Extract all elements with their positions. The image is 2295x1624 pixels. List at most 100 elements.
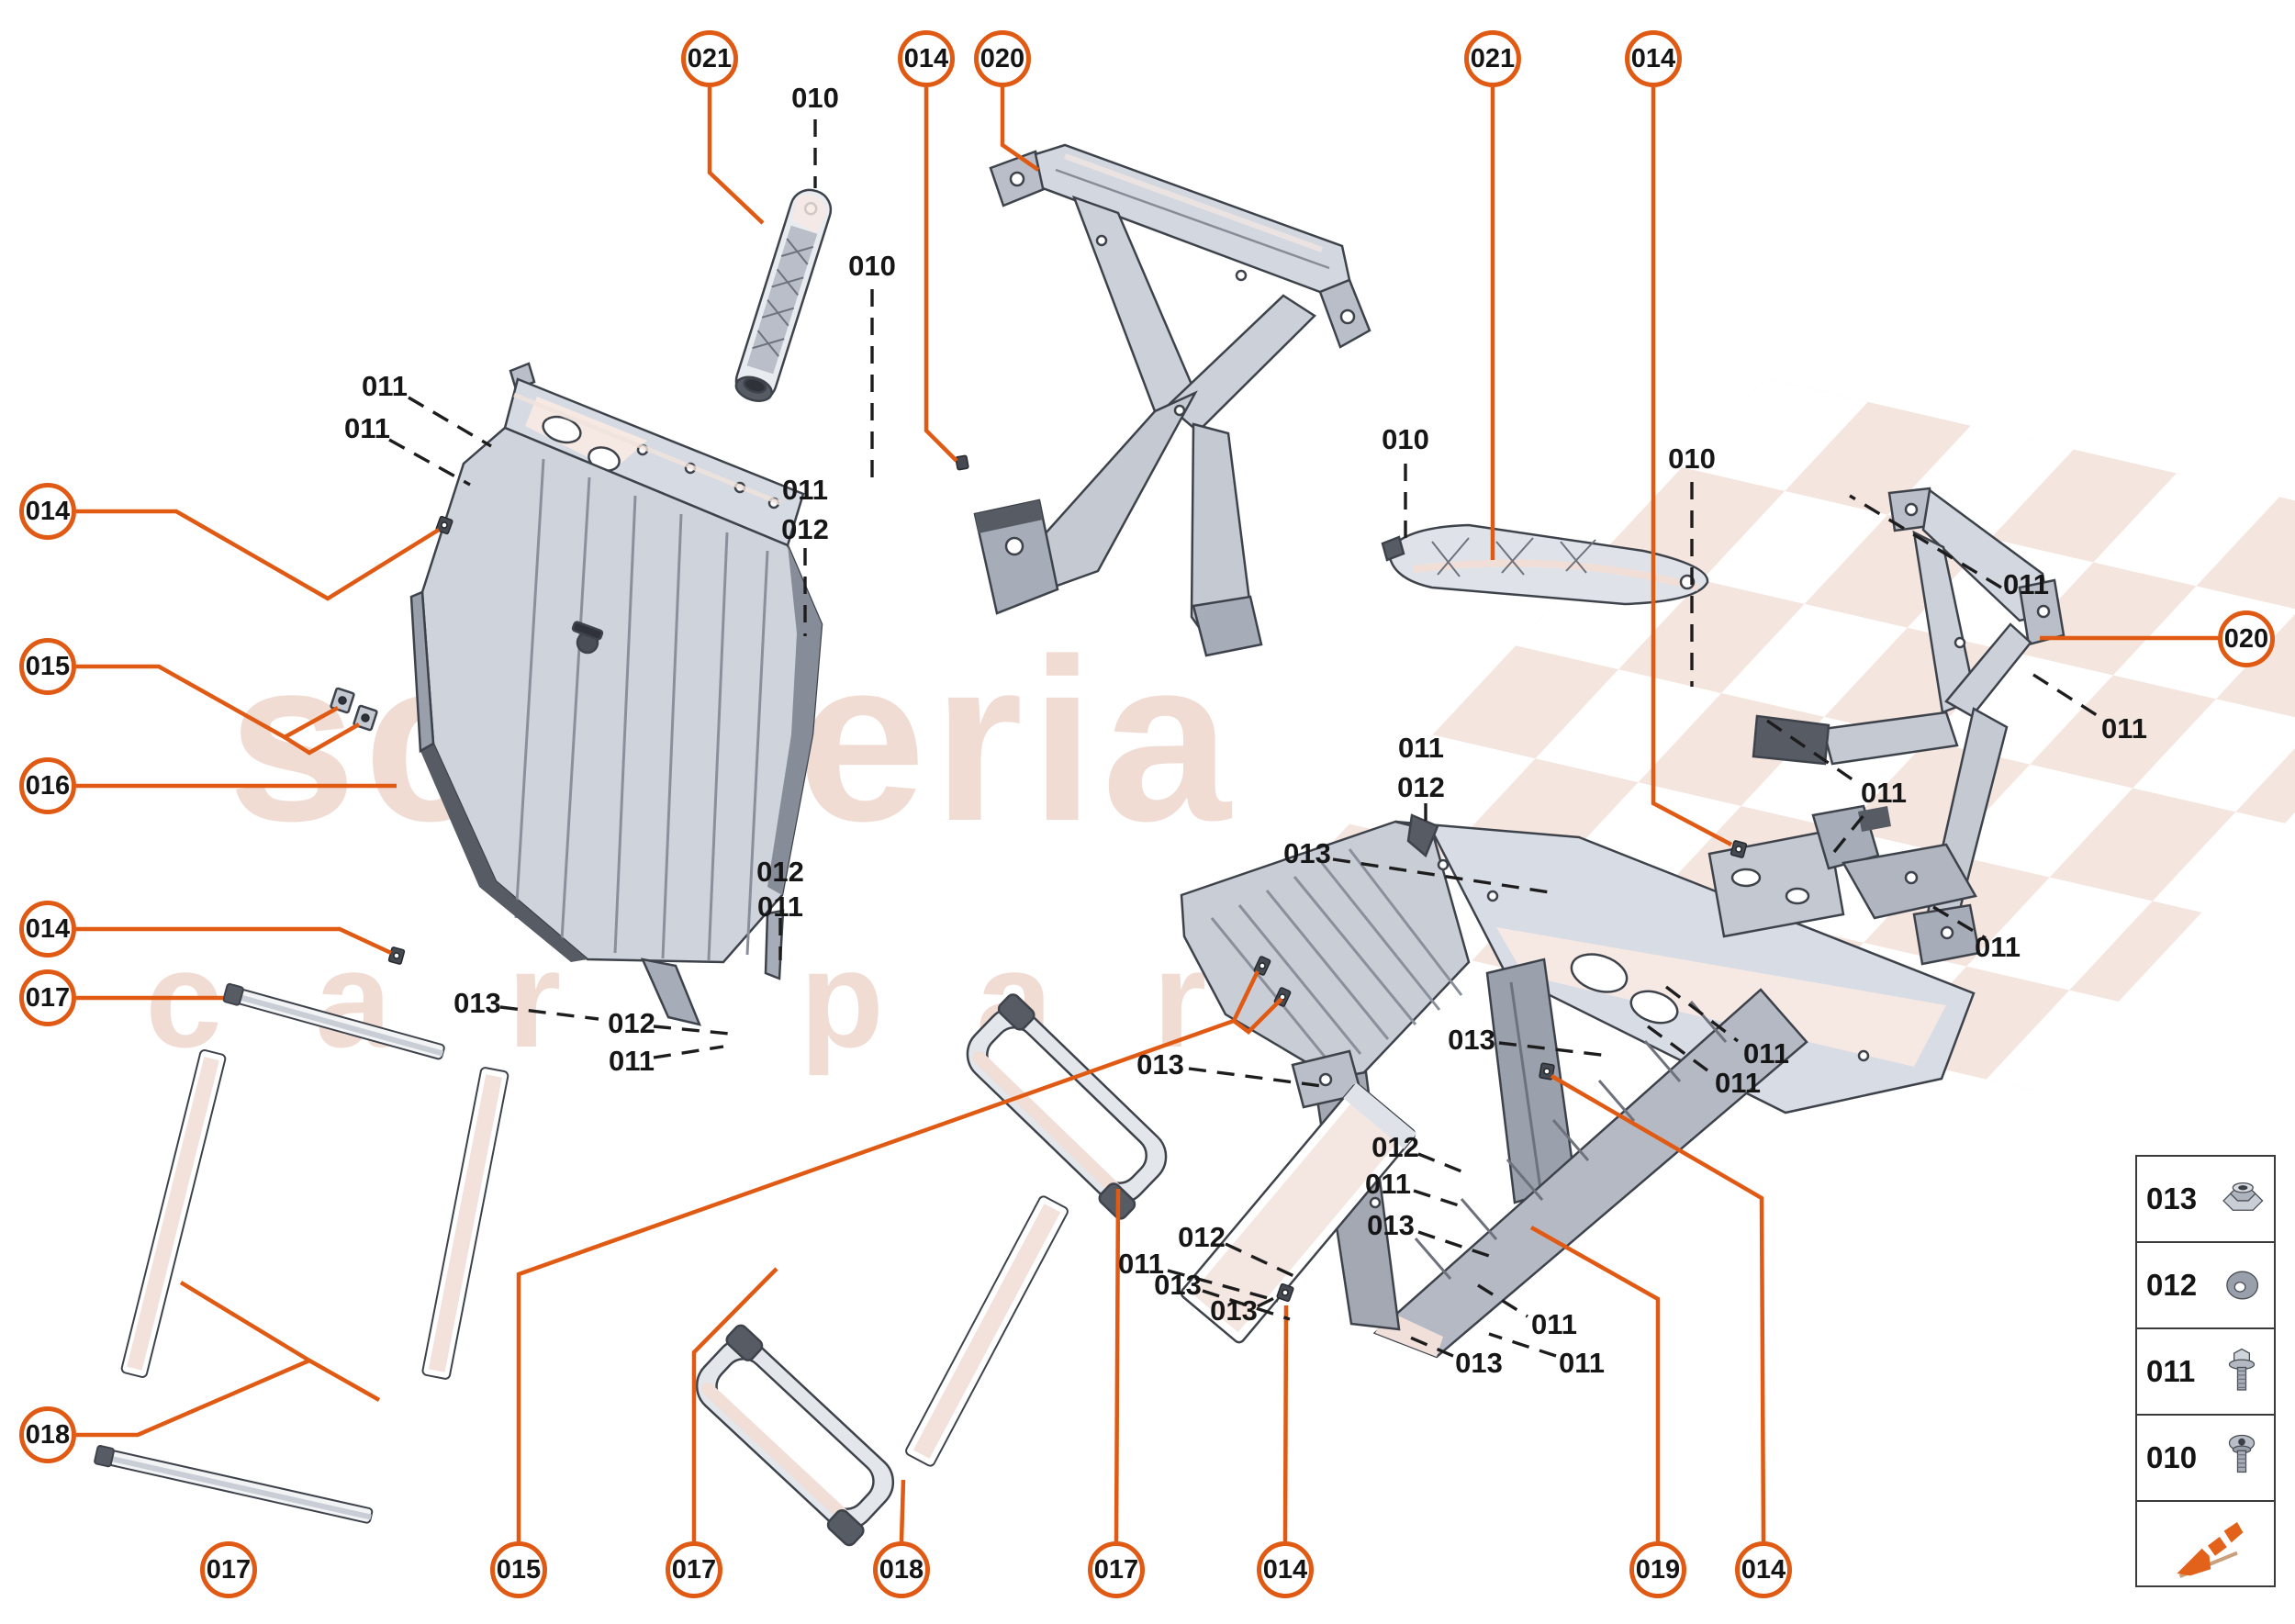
part-number-label-011: 011 [1974,931,2021,963]
reference-dashed-line [1832,808,1870,854]
part-x-brace-front[interactable] [973,143,1371,657]
reference-dashed-line [1849,494,2002,589]
reference-dashed-line [1225,1242,1303,1282]
callout-badge-014[interactable]: 014 [1735,1541,1792,1598]
leader-line [707,87,765,225]
part-number-label-011: 011 [608,1045,655,1077]
part-mounting-bracket[interactable] [1707,804,1977,938]
part-number-label-011: 011 [1558,1347,1606,1379]
callout-badge-014[interactable]: 014 [898,30,955,87]
leader-line [76,664,340,740]
reference-dashed-line [1413,1189,1468,1210]
reference-dashed-line [653,1045,724,1059]
part-number-label-011: 011 [1117,1248,1165,1280]
part-number-label-013: 013 [1136,1048,1184,1081]
callout-badge-018[interactable]: 018 [873,1541,930,1598]
part-number-label-012: 012 [1397,771,1445,803]
reference-dashed-line [1257,1294,1281,1308]
watermark-letter: p [800,922,884,1076]
leader-line [1550,1074,1766,1542]
callout-badge-015[interactable]: 015 [490,1541,547,1598]
legend-row-013[interactable]: 013 [2137,1157,2274,1243]
part-number-label-012: 012 [1371,1131,1419,1163]
callout-badge-014[interactable]: 014 [19,901,76,958]
reference-dashed-line [1332,857,1557,895]
legend-row-010[interactable]: 010 [2137,1416,2274,1502]
part-number-label-010: 010 [1668,442,1716,475]
leader-line [308,1359,381,1402]
clip-fasteners[interactable] [330,454,1748,1303]
part-number-label-010: 010 [848,250,896,282]
clip-square-plate-2[interactable] [353,704,378,732]
part-number-label-011: 011 [343,412,391,444]
part-number-label-012: 012 [608,1007,655,1039]
leader-line [516,970,1260,1541]
callout-badge-014[interactable]: 014 [19,483,76,540]
legend-label: 012 [2146,1268,2198,1302]
part-rail-strip-left[interactable] [732,185,836,406]
leader-line [691,1267,778,1541]
reference-dashed-line [1401,1332,1454,1358]
flange-nut-icon [2222,1182,2264,1211]
part-number-label-010: 010 [1382,423,1429,455]
legend-row-012[interactable]: 012 [2137,1243,2274,1329]
reference-dashed-line [653,1025,731,1036]
part-trim-strip-bottom-left[interactable] [94,1444,374,1525]
part-number-label-013: 013 [1283,837,1331,869]
part-number-label-010: 010 [791,82,839,114]
reference-dashed-line [1417,1230,1490,1258]
legend-row-logo [2137,1502,2274,1585]
legend-label: 013 [2146,1182,2198,1215]
reference-dashed-line [1488,1332,1557,1358]
legend-row-011[interactable]: 011 [2137,1329,2274,1416]
callout-badge-014[interactable]: 014 [1257,1541,1314,1598]
part-number-label-013: 013 [1210,1294,1258,1327]
reference-dashed-line [388,438,471,487]
reference-dashed-line [1766,719,1857,784]
part-number-label-011: 011 [1364,1168,1412,1200]
part-trim-strip-pink-mid[interactable] [421,1067,509,1380]
leader-line [1114,1188,1121,1542]
flange-bolt-icon [2228,1348,2256,1391]
leader-line [1282,1305,1289,1542]
part-seal-frame-upper[interactable] [950,992,1183,1222]
part-trim-strip-pink-left[interactable] [120,1049,227,1378]
reference-dashed-line [1664,985,1740,1043]
part-trim-strip-top-left[interactable] [222,982,445,1061]
legend-label: 010 [2146,1440,2198,1474]
callout-badge-021[interactable]: 021 [681,30,738,87]
callout-badge-020[interactable]: 020 [2218,610,2275,667]
callout-badge-020[interactable]: 020 [974,30,1031,87]
callout-badge-017[interactable]: 017 [19,969,76,1026]
reference-dashed-line [1477,1283,1528,1318]
leader-line [76,509,441,601]
part-number-label-012: 012 [781,513,829,545]
part-rail-strip-right[interactable] [1381,523,1709,606]
part-number-label-012: 012 [1178,1221,1226,1253]
part-seal-frame-lower[interactable] [679,1323,912,1548]
part-trim-strip-pink-center-wide[interactable] [1180,1082,1417,1344]
callout-badge-017[interactable]: 017 [666,1541,722,1598]
callout-badge-016[interactable]: 016 [19,757,76,814]
part-trim-strip-pink-center-thin[interactable] [904,1195,1069,1468]
reference-dashed-line [1646,1025,1709,1072]
callout-badge-014[interactable]: 014 [1625,30,1682,87]
callout-badge-019[interactable]: 019 [1629,1541,1686,1598]
fastener-legend-table: 013 012 011 010 [2135,1155,2276,1587]
reference-dashed-line [499,1005,599,1021]
part-undertray-panel-left[interactable] [409,362,823,1026]
leader-line [76,926,392,956]
callout-badge-021[interactable]: 021 [1464,30,1521,87]
part-x-brace-right[interactable] [1752,487,2066,966]
callout-badge-017[interactable]: 017 [1088,1541,1145,1598]
leader-line [1232,997,1283,1035]
callout-badge-015[interactable]: 015 [19,638,76,695]
callout-badge-017[interactable]: 017 [200,1541,257,1598]
reference-dashed-line [1167,1269,1279,1303]
callout-badge-018[interactable]: 018 [19,1406,76,1463]
part-underbody-assembly-right[interactable] [1180,813,1976,1359]
part-number-label-011: 011 [361,370,409,402]
part-number-label-011: 011 [781,474,829,506]
